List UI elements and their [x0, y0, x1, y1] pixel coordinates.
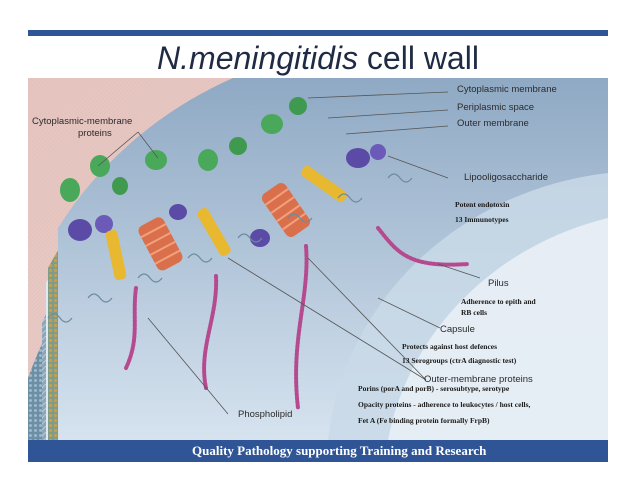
label-cytoplasmic-membrane-proteins-line1: Cytoplasmic-membrane — [32, 116, 133, 127]
note-pilus-rb-cells: RB cells — [461, 308, 488, 317]
capsule-inner — [388, 218, 608, 440]
title-italic: N.meningitidis — [157, 40, 359, 76]
pili — [124, 226, 470, 410]
slide-title: N.meningitidis cell wall — [157, 40, 479, 76]
title-bar: N.meningitidis cell wall — [28, 36, 608, 78]
label-pilus: Pilus — [488, 278, 509, 289]
note-pilus-adherence: Adherence to epith and — [461, 297, 536, 306]
label-phospholipid: Phospholipid — [238, 409, 293, 420]
note-capsule-protects: Protects against host defences — [402, 342, 498, 351]
note-omp-opacity: Opacity proteins - adherence to leukocyt… — [358, 400, 531, 409]
top-rule — [28, 30, 608, 36]
label-periplasmic-space: Periplasmic space — [457, 102, 535, 113]
footer-bar: Quality Pathology supporting Training an… — [28, 440, 608, 462]
note-los-immunotypes: 13 Immunotypes — [455, 215, 509, 224]
label-outer-membrane-proteins: Outer-membrane proteins — [424, 374, 533, 385]
label-capsule: Capsule — [440, 324, 475, 335]
note-capsule-serogroups: 13 Serogroups (ctrA diagnostic test) — [402, 356, 517, 365]
label-cytoplasmic-membrane: Cytoplasmic membrane — [457, 84, 557, 95]
cell-wall-illustration — [28, 78, 608, 440]
cell-wall-diagram: Cytoplasmic membrane Periplasmic space O… — [28, 78, 608, 440]
lipooligosaccharide-chains — [47, 173, 413, 323]
porins — [138, 183, 311, 271]
label-outer-membrane: Outer membrane — [457, 118, 529, 129]
title-rest: cell wall — [358, 40, 479, 76]
note-los-endotoxin: Potent endotoxin — [455, 200, 510, 209]
cytoplasmic-membrane-proteins — [60, 97, 307, 202]
label-cytoplasmic-membrane-proteins-line2: proteins — [78, 128, 112, 139]
leader-lines — [97, 91, 481, 415]
note-omp-feta: Fet A (Fe binding protein formally FrpB) — [358, 416, 490, 425]
label-lipooligosaccharide: Lipooligosaccharide — [464, 172, 548, 183]
footer-text: Quality Pathology supporting Training an… — [192, 443, 487, 458]
opacity-proteins — [105, 165, 348, 280]
note-omp-porins: Porins (porA and porB) - serosubtype, se… — [358, 384, 510, 393]
